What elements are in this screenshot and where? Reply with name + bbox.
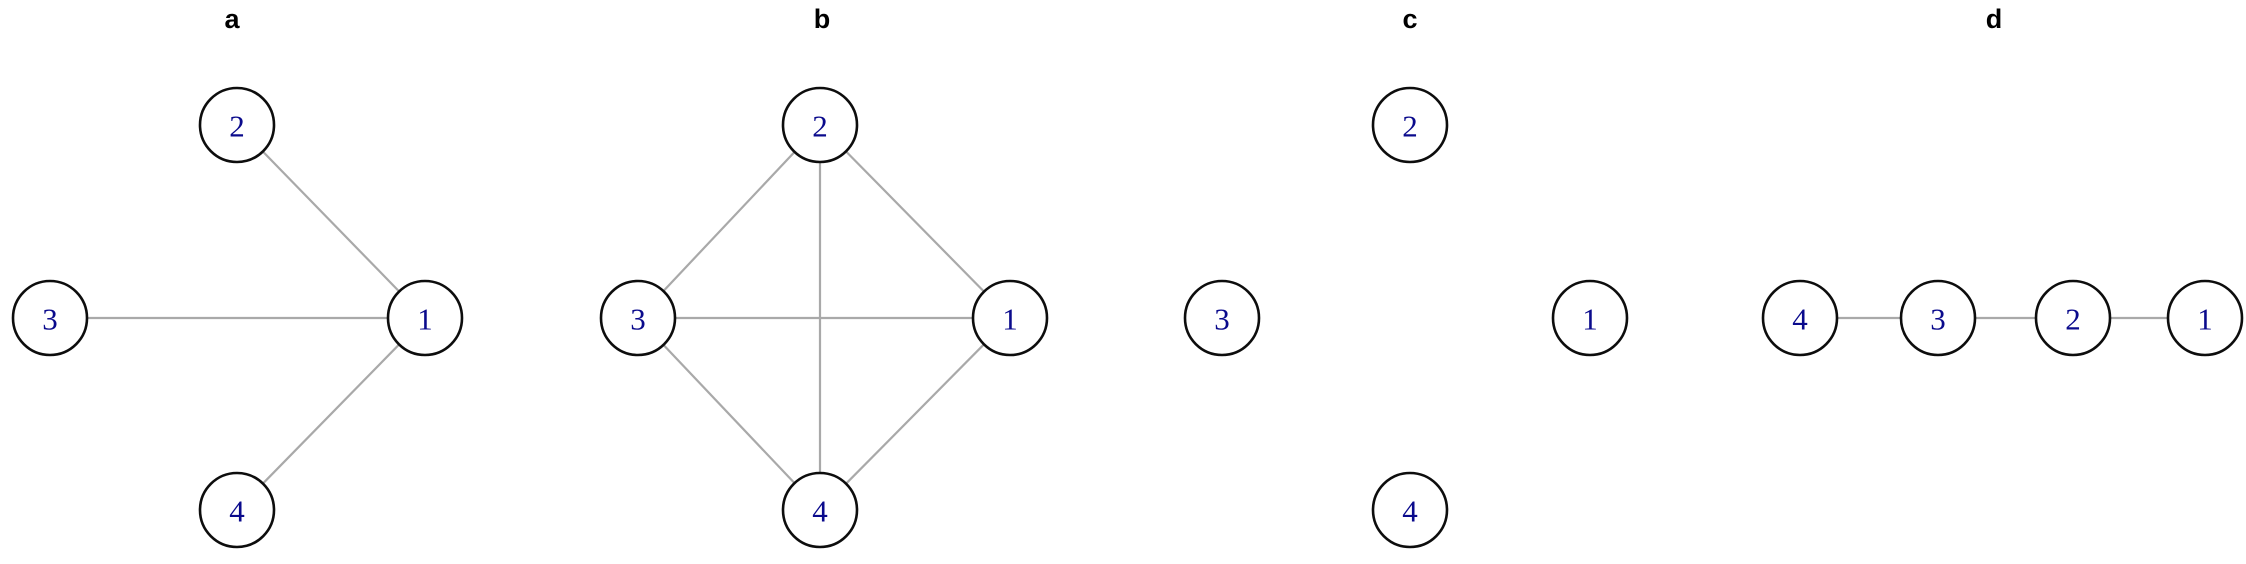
- node-label: 4: [1792, 302, 1808, 337]
- node-label: 2: [2065, 302, 2081, 337]
- node-circle[interactable]: [971, 279, 1049, 357]
- node-circle[interactable]: [781, 471, 859, 549]
- panel-letter-a: a: [224, 4, 240, 34]
- node-label: 1: [417, 302, 433, 337]
- node-label: 1: [2197, 302, 2213, 337]
- node-circle[interactable]: [599, 279, 677, 357]
- node-circle[interactable]: [386, 279, 464, 357]
- node-circle[interactable]: [198, 86, 276, 164]
- graph-node[interactable]: 2: [1371, 86, 1449, 164]
- edges-group: [87, 150, 2168, 485]
- node-label: 4: [1402, 494, 1418, 529]
- graph-node[interactable]: 3: [599, 279, 677, 357]
- graph-node[interactable]: 4: [781, 471, 859, 549]
- graph-edge: [662, 151, 796, 292]
- node-label: 4: [229, 494, 245, 529]
- node-label: 1: [1582, 302, 1598, 337]
- node-circle[interactable]: [1761, 279, 1839, 357]
- node-circle[interactable]: [198, 471, 276, 549]
- node-label: 3: [1930, 302, 1946, 337]
- graph-node[interactable]: 3: [1183, 279, 1261, 357]
- node-circle[interactable]: [1551, 279, 1629, 357]
- node-label: 3: [1214, 302, 1230, 337]
- graph-edge: [845, 343, 985, 485]
- graph-edge: [845, 150, 985, 293]
- graph-node[interactable]: 1: [2166, 279, 2244, 357]
- graph-edge: [262, 150, 400, 293]
- graph-node[interactable]: 2: [2034, 279, 2112, 357]
- graph-node[interactable]: 2: [781, 86, 859, 164]
- graph-node[interactable]: 4: [1371, 471, 1449, 549]
- node-label: 3: [42, 302, 58, 337]
- node-label: 2: [812, 109, 828, 144]
- nodes-group: 1 2 3 4 1 2 3 4 1 2 3 4 4 3 2 1: [11, 86, 2244, 549]
- node-label: 4: [812, 494, 828, 529]
- node-label: 2: [229, 109, 245, 144]
- node-circle[interactable]: [2166, 279, 2244, 357]
- graph-node[interactable]: 1: [971, 279, 1049, 357]
- node-circle[interactable]: [1899, 279, 1977, 357]
- panel-letter-b: b: [813, 4, 831, 34]
- node-label: 1: [1002, 302, 1018, 337]
- node-label: 2: [1402, 109, 1418, 144]
- graph-node[interactable]: 3: [11, 279, 89, 357]
- panel-letter-c: c: [1402, 4, 1418, 34]
- node-circle[interactable]: [2034, 279, 2112, 357]
- node-circle[interactable]: [1183, 279, 1261, 357]
- node-circle[interactable]: [1371, 86, 1449, 164]
- graph-node[interactable]: 3: [1899, 279, 1977, 357]
- node-circle[interactable]: [1371, 471, 1449, 549]
- graph-edge: [262, 343, 400, 485]
- graph-node[interactable]: 1: [1551, 279, 1629, 357]
- graph-node[interactable]: 4: [1761, 279, 1839, 357]
- graph-node[interactable]: 2: [198, 86, 276, 164]
- panel-letter-d: d: [1985, 4, 2003, 34]
- node-label: 3: [630, 302, 646, 337]
- graph-node[interactable]: 4: [198, 471, 276, 549]
- node-circle[interactable]: [11, 279, 89, 357]
- node-circle[interactable]: [781, 86, 859, 164]
- graph-node[interactable]: 1: [386, 279, 464, 357]
- graph-edge: [662, 344, 796, 484]
